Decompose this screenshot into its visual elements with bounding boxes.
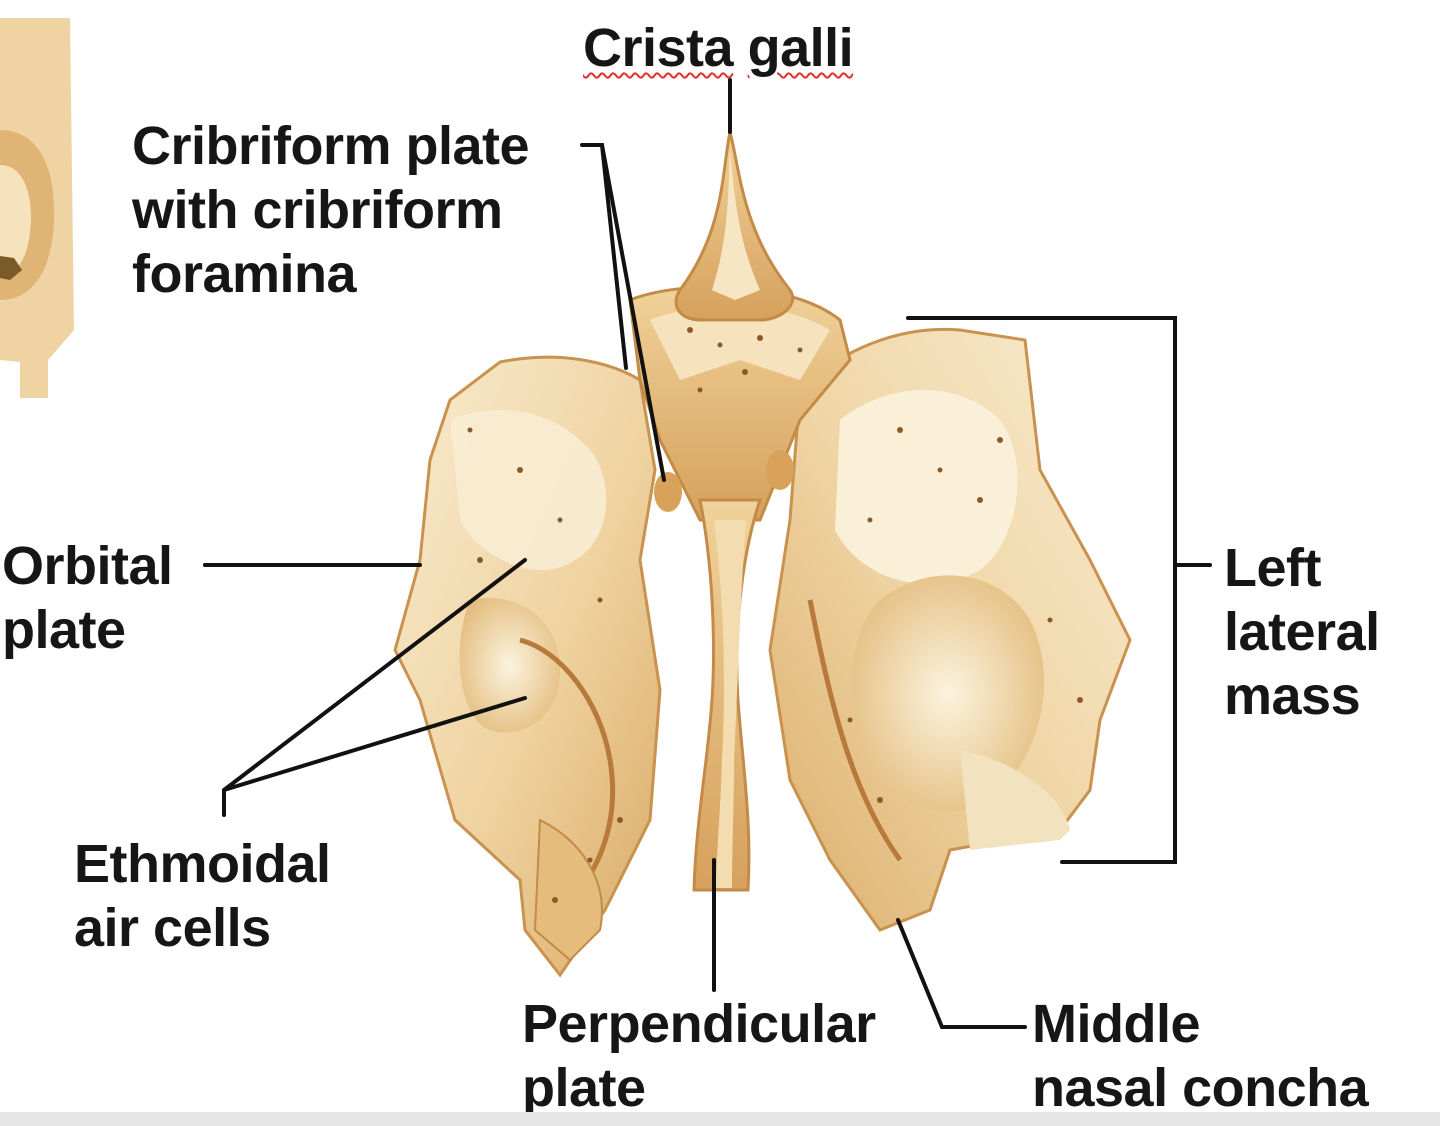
- inset-skull-fragment: [0, 18, 74, 398]
- bottom-edge-bar: [0, 1112, 1440, 1126]
- label-orbital-plate: Orbital plate: [2, 534, 173, 662]
- label-ethmoidal-air-cells: Ethmoidal air cells: [74, 832, 331, 960]
- left-lateral-mass-bracket: [906, 316, 1177, 864]
- perpendicular-line-2: plate: [522, 1058, 646, 1118]
- cribriform-line-2: with cribriform: [132, 180, 503, 240]
- concha-line-1: Middle: [1032, 994, 1201, 1054]
- crista-word: Crista: [583, 18, 734, 78]
- right-lateral-mass-shape: [768, 327, 1132, 932]
- label-middle-nasal-concha: Middle nasal concha: [1032, 992, 1369, 1120]
- middle-concha-leader: [896, 918, 1027, 1029]
- concha-line-2: nasal concha: [1032, 1056, 1369, 1120]
- ethmoidal-line-2: air cells: [74, 898, 271, 958]
- foramina-dots: [467, 327, 1083, 903]
- label-left-lateral-mass: Left lateral mass: [1224, 536, 1380, 728]
- crista-galli-shape: [674, 131, 794, 322]
- cribriform-line-3: foramina: [132, 244, 357, 304]
- leader-lines: [203, 78, 1212, 1029]
- label-cribriform-plate: Cribriform plate with cribriform foramin…: [132, 114, 530, 306]
- left-lateral-mass-shape: [393, 355, 662, 978]
- cribriform-leader-a: [580, 143, 628, 370]
- orbital-line-1: Orbital: [2, 536, 173, 596]
- label-perpendicular-plate: Perpendicular plate: [522, 992, 876, 1120]
- perpendicular-line-1: Perpendicular: [522, 994, 876, 1054]
- cribriform-line-1: Cribriform plate: [132, 116, 530, 176]
- nasal-word: nasal: [1032, 1058, 1168, 1118]
- orbital-line-2: plate: [2, 600, 126, 660]
- ethmoidal-leader-b: [222, 696, 527, 792]
- lateral-mass-line-1: Left: [1224, 538, 1321, 598]
- perpendicular-plate-shape: [692, 498, 763, 892]
- galli-word: galli: [747, 18, 854, 78]
- lateral-mass-line-2: lateral: [1224, 602, 1380, 662]
- cribriform-leader-b: [600, 143, 666, 482]
- label-crista-galli: Crista galli: [583, 16, 854, 80]
- lateral-mass-line-3: mass: [1224, 666, 1361, 726]
- ethmoidal-line-1: Ethmoidal: [74, 834, 331, 894]
- concha-word: concha: [1182, 1058, 1369, 1118]
